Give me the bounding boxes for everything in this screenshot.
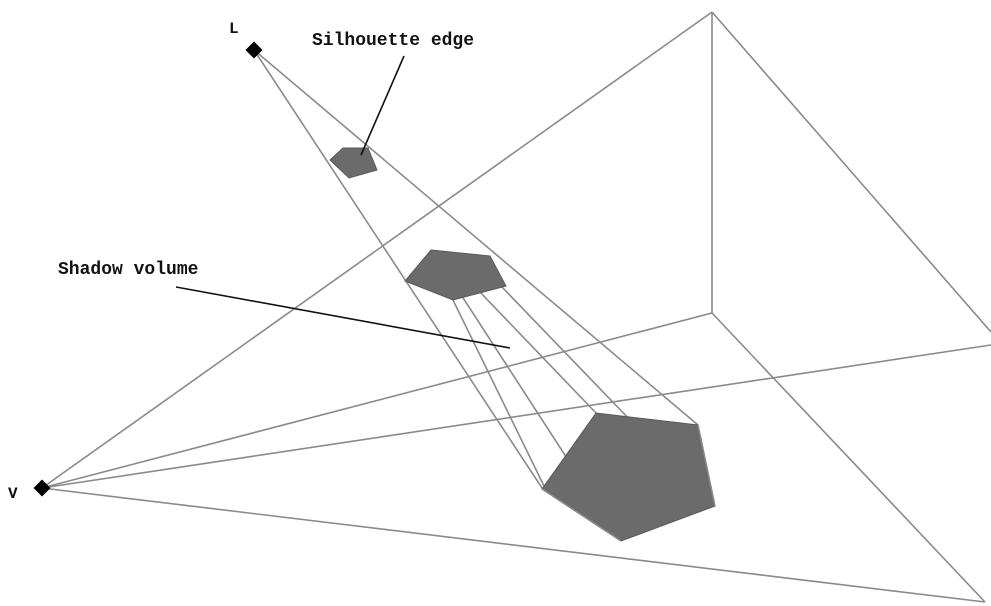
light-ray-left bbox=[253, 49, 543, 489]
frustum-edge-right bbox=[41, 344, 991, 489]
shadow-volume-rays bbox=[253, 49, 713, 541]
shadow-volume-label: Shadow volume bbox=[58, 260, 198, 280]
frustum-far-top-right bbox=[711, 11, 991, 333]
large-pentagon-edge-a bbox=[541, 488, 622, 542]
viewpoint-point bbox=[33, 479, 51, 497]
light-ray-right bbox=[253, 49, 699, 426]
frustum-far-bottom-right bbox=[711, 312, 986, 603]
occluder-shapes bbox=[329, 147, 716, 542]
viewpoint-label: V bbox=[8, 485, 18, 503]
shadow-volume-edge-b bbox=[452, 299, 546, 489]
silhouette-edge-label: Silhouette edge bbox=[312, 31, 474, 51]
shadow-volume-edge-d bbox=[477, 289, 597, 414]
light-label: L bbox=[229, 20, 239, 38]
shadow-volume-leader bbox=[175, 286, 511, 349]
silhouette-edge-leader bbox=[360, 55, 405, 156]
view-frustum bbox=[41, 11, 991, 603]
medium-pentagon bbox=[404, 249, 507, 301]
frustum-edge-top bbox=[41, 11, 713, 489]
frustum-edge-bottom bbox=[41, 487, 986, 603]
small-pentagon bbox=[329, 147, 378, 179]
large-pentagon-edge-b bbox=[697, 424, 716, 507]
large-pentagon bbox=[541, 412, 716, 542]
